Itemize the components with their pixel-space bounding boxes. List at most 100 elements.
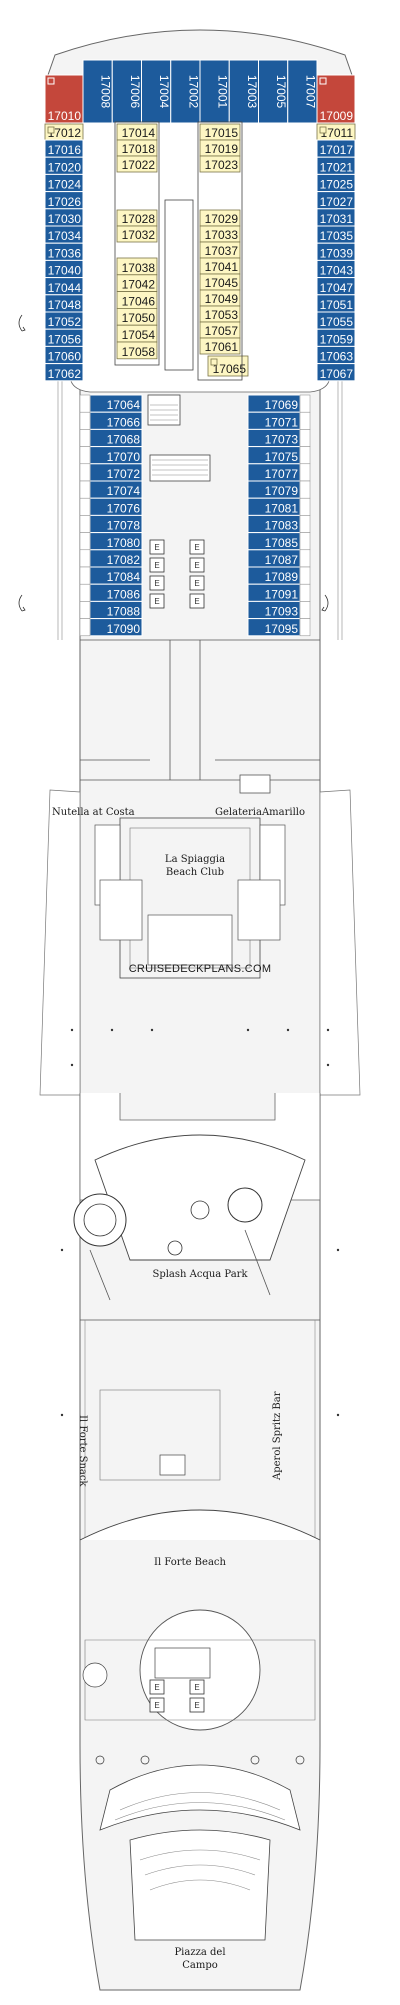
cabin-17039[interactable]: 17039 — [316, 242, 356, 261]
cabin-17030[interactable]: 17030 — [44, 208, 84, 227]
cabin-17012[interactable]: 17012 — [44, 123, 84, 141]
cabin-17016[interactable]: 17016 — [44, 139, 84, 158]
cabin-17006[interactable]: 17006 — [111, 59, 142, 124]
cabin-17019[interactable]: 17019 — [199, 139, 241, 157]
cabin-17029[interactable]: 17029 — [199, 209, 241, 227]
cabin-17089[interactable]: 17089 — [247, 566, 301, 585]
cabin-17052[interactable]: 17052 — [44, 311, 84, 330]
cabin-17011[interactable]: 17011 — [316, 123, 356, 141]
cabin-17003[interactable]: 17003 — [228, 59, 259, 124]
cabin-17072[interactable]: 17072 — [89, 463, 143, 482]
cabin-17041[interactable]: 17041 — [199, 257, 241, 275]
cabin-17069[interactable]: 17069 — [247, 394, 301, 413]
cabin-17095[interactable]: 17095 — [247, 618, 301, 637]
cabin-17078[interactable]: 17078 — [89, 514, 143, 534]
cabin-17071[interactable]: 17071 — [247, 411, 301, 430]
piazza-label-1: Piazza del — [174, 1947, 225, 1958]
cabin-number: 17009 — [320, 109, 354, 123]
cabin-17032[interactable]: 17032 — [116, 225, 158, 243]
cabin-17028[interactable]: 17028 — [116, 209, 158, 227]
cabin-17046[interactable]: 17046 — [116, 291, 158, 309]
cabin-17048[interactable]: 17048 — [44, 294, 84, 313]
cabin-17061[interactable]: 17061 — [199, 337, 241, 355]
cabin-17079[interactable]: 17079 — [247, 480, 301, 499]
cabin-17005[interactable]: 17005 — [258, 59, 289, 124]
cabin-17010[interactable]: 17010 — [44, 74, 84, 124]
cabin-17036[interactable]: 17036 — [44, 242, 84, 261]
cabin-17021[interactable]: 17021 — [316, 156, 356, 175]
cabin-17093[interactable]: 17093 — [247, 600, 301, 620]
cabin-17042[interactable]: 17042 — [116, 274, 158, 292]
cabin-17082[interactable]: 17082 — [89, 549, 143, 568]
nutella-label: Nutella at Costa — [52, 807, 135, 818]
cabin-17068[interactable]: 17068 — [89, 428, 143, 448]
cabin-17091[interactable]: 17091 — [247, 583, 301, 602]
cabin-17023[interactable]: 17023 — [199, 155, 241, 173]
cabin-17050[interactable]: 17050 — [116, 307, 158, 326]
cabin-17090[interactable]: 17090 — [89, 618, 143, 637]
cabin-number: 17005 — [274, 75, 288, 109]
cabin-17056[interactable]: 17056 — [44, 328, 84, 347]
cabin-17057[interactable]: 17057 — [199, 321, 241, 339]
cabin-17025[interactable]: 17025 — [316, 173, 356, 193]
cabin-17076[interactable]: 17076 — [89, 497, 143, 516]
cabin-17073[interactable]: 17073 — [247, 428, 301, 448]
cabin-17026[interactable]: 17026 — [44, 191, 84, 210]
cabin-17020[interactable]: 17020 — [44, 156, 84, 175]
cabin-17009[interactable]: 17009 — [316, 74, 356, 124]
cabin-17053[interactable]: 17053 — [199, 305, 241, 323]
cabin-17049[interactable]: 17049 — [199, 289, 241, 307]
cabin-17008[interactable]: 17008 — [82, 59, 113, 124]
cabin-17058[interactable]: 17058 — [116, 341, 158, 360]
cabin-17077[interactable]: 17077 — [247, 463, 301, 482]
cabin-17087[interactable]: 17087 — [247, 549, 301, 568]
cabin-17043[interactable]: 17043 — [316, 259, 356, 279]
cabin-17038[interactable]: 17038 — [116, 257, 158, 276]
cabin-number: 17053 — [205, 308, 239, 322]
cabin-17004[interactable]: 17004 — [141, 59, 172, 124]
cabin-17031[interactable]: 17031 — [316, 208, 356, 227]
cabin-17044[interactable]: 17044 — [44, 277, 84, 296]
cabin-17035[interactable]: 17035 — [316, 225, 356, 244]
cabin-17051[interactable]: 17051 — [316, 294, 356, 313]
cabin-17063[interactable]: 17063 — [316, 345, 356, 365]
cabin-number: 17010 — [48, 109, 82, 123]
cabin-17070[interactable]: 17070 — [89, 446, 143, 465]
cabin-17060[interactable]: 17060 — [44, 345, 84, 365]
cabin-17084[interactable]: 17084 — [89, 566, 143, 585]
cabin-number: 17093 — [265, 605, 299, 619]
cabin-17067[interactable]: 17067 — [316, 363, 356, 382]
cabin-17024[interactable]: 17024 — [44, 173, 84, 193]
cabin-17075[interactable]: 17075 — [247, 446, 301, 465]
cabin-17045[interactable]: 17045 — [199, 273, 241, 291]
cabin-17055[interactable]: 17055 — [316, 311, 356, 330]
cabin-17064[interactable]: 17064 — [89, 394, 143, 413]
cabin-17040[interactable]: 17040 — [44, 259, 84, 279]
cabin-17059[interactable]: 17059 — [316, 328, 356, 347]
cabin-17062[interactable]: 17062 — [44, 363, 84, 382]
cabin-17081[interactable]: 17081 — [247, 497, 301, 516]
cabin-17027[interactable]: 17027 — [316, 191, 356, 210]
cabin-17086[interactable]: 17086 — [89, 583, 143, 602]
cabin-17007[interactable]: 17007 — [287, 59, 318, 124]
cabin-17001[interactable]: 17001 — [199, 59, 230, 124]
cabin-17085[interactable]: 17085 — [247, 532, 301, 551]
cabin-17037[interactable]: 17037 — [199, 241, 241, 259]
cabin-17047[interactable]: 17047 — [316, 277, 356, 296]
cabin-17017[interactable]: 17017 — [316, 139, 356, 158]
cabin-17022[interactable]: 17022 — [116, 155, 158, 173]
cabin-17080[interactable]: 17080 — [89, 532, 143, 551]
cabin-number: 17043 — [320, 264, 354, 278]
cabin-17014[interactable]: 17014 — [116, 123, 158, 141]
cabin-17088[interactable]: 17088 — [89, 600, 143, 620]
cabin-17033[interactable]: 17033 — [199, 225, 241, 243]
cabin-17083[interactable]: 17083 — [247, 514, 301, 534]
cabin-17018[interactable]: 17018 — [116, 139, 158, 157]
cabin-17034[interactable]: 17034 — [44, 225, 84, 244]
cabin-17002[interactable]: 17002 — [170, 59, 201, 124]
cabin-17066[interactable]: 17066 — [89, 411, 143, 430]
cabin-17065[interactable]: 17065 — [207, 355, 249, 377]
cabin-17054[interactable]: 17054 — [116, 324, 158, 343]
cabin-17074[interactable]: 17074 — [89, 480, 143, 499]
cabin-17015[interactable]: 17015 — [199, 123, 241, 141]
